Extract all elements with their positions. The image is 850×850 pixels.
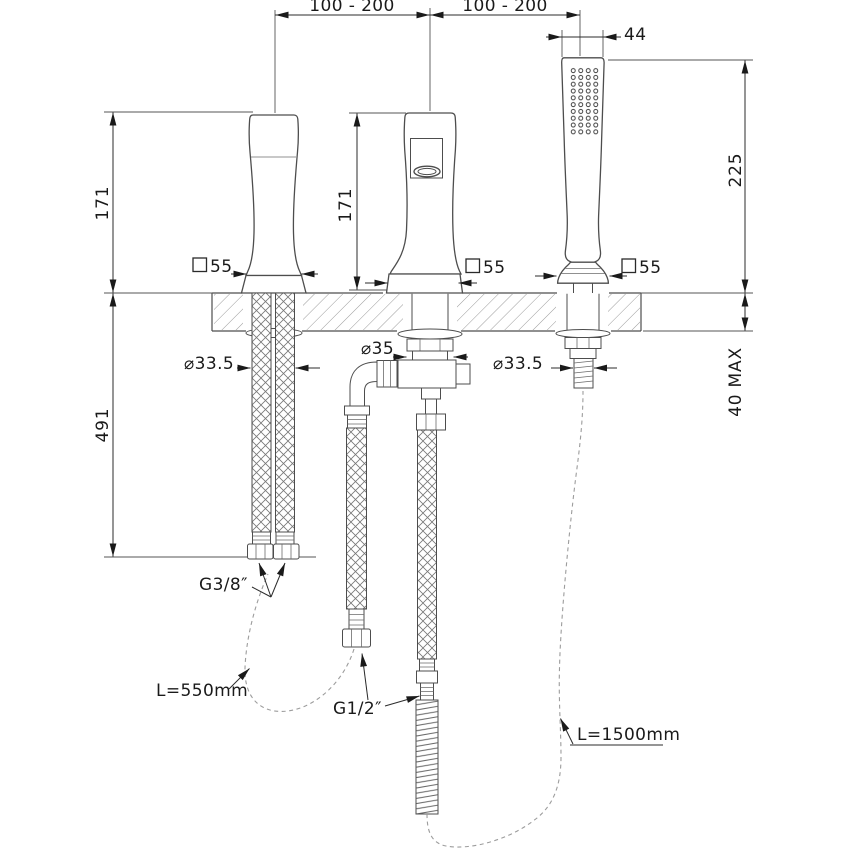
- base-flange: [397, 328, 463, 340]
- extension-lines: [104, 8, 753, 558]
- handshower-shank-assembly: [555, 293, 611, 389]
- hose-ferrule: [348, 608, 365, 630]
- valve-lower-nut: [421, 387, 441, 400]
- square-section-symbol: [621, 258, 637, 274]
- handle-body: [245, 114, 303, 277]
- dim-hose-drop: 491: [93, 408, 113, 443]
- supply-hose-curve-550: [244, 573, 355, 712]
- braided-hose: [275, 292, 295, 533]
- base-flange: [555, 329, 611, 338]
- dim-base-square-left: 55: [210, 257, 232, 277]
- spout-fixture: [385, 112, 464, 294]
- dim-hole-dia-left: ⌀33.5: [184, 354, 234, 374]
- braided-hose-550: [346, 427, 367, 610]
- dim-spout-height: 171: [336, 188, 356, 223]
- label-shower-hose-length: L=1500mm: [577, 725, 680, 745]
- g38-nut: [247, 543, 274, 560]
- dim-span-left: 100 - 200: [309, 0, 394, 16]
- hose-hex-coupling: [416, 413, 446, 431]
- deck-outline: [211, 292, 642, 332]
- handshower-holder-cone: [556, 261, 610, 284]
- dim-span-right: 100 - 200: [462, 0, 547, 16]
- deck-section: [211, 292, 642, 332]
- handshower-neck: [573, 283, 593, 293]
- dim-base-square-mid: 55: [483, 258, 505, 278]
- threaded-stub: [573, 358, 594, 389]
- square-section-symbol: [465, 258, 481, 274]
- valve-outlet-step: [455, 363, 471, 385]
- hose-nut: [416, 670, 438, 684]
- label-shower-thread: G1/2″: [333, 699, 382, 719]
- shank-hex-nut: [406, 338, 454, 352]
- handle-fixture: [240, 114, 307, 294]
- dim-handle-height: 171: [93, 186, 113, 221]
- valve-body: [397, 359, 457, 389]
- dim-handshower-height: 225: [726, 153, 746, 188]
- corrugated-shower-hose: [415, 699, 439, 815]
- label-supply-hose-length: L=550mm: [156, 681, 248, 701]
- elbow-fitting: [349, 361, 378, 407]
- dimension-lines: [109, 11, 749, 557]
- supply-hoses-left: [245, 292, 303, 560]
- deck-hatch-segment: [608, 294, 640, 330]
- dim-base-square-right: 55: [639, 258, 661, 278]
- leader-lines: [228, 562, 663, 746]
- braided-hose-lower: [417, 429, 437, 660]
- shower-hose-curve-1500: [426, 390, 584, 848]
- shank-ring: [569, 348, 597, 359]
- dim-hole-dia-right: ⌀33.5: [493, 354, 543, 374]
- handle-base-skirt: [240, 274, 307, 294]
- spout-mouth-inner: [417, 167, 437, 176]
- braided-hose: [251, 292, 272, 533]
- valve-lower-tube: [425, 398, 437, 415]
- elbow-coupling: [344, 405, 370, 416]
- spout-body: [388, 112, 463, 275]
- hose-ferrule: [275, 531, 295, 545]
- shank-hex-nut: [564, 337, 602, 349]
- dim-deck-thickness-max: 40 MAX: [726, 347, 746, 417]
- elbow-nut: [376, 360, 398, 388]
- spray-face-nozzles: [569, 67, 600, 136]
- handshower-fixture: [556, 57, 610, 293]
- spout-base-skirt: [385, 273, 464, 294]
- elbow-ferrule: [347, 414, 367, 429]
- handshower-shank: [566, 293, 600, 331]
- shank-ring: [412, 350, 448, 361]
- dim-hole-dia-mid: ⌀35: [361, 339, 394, 359]
- dim-handshower-width: 44: [624, 25, 646, 45]
- square-section-symbol: [192, 257, 208, 273]
- spout-shank: [411, 293, 449, 331]
- valve-assembly: [342, 293, 471, 815]
- dimension-labels: 100 - 200 100 - 200 44 171 171 225 40 MA…: [93, 0, 746, 745]
- g38-nut: [273, 543, 300, 560]
- label-supply-thread: G3/8″: [199, 575, 248, 595]
- deck-hatch-segment: [457, 294, 556, 330]
- detail-dimension-arrows: [231, 270, 627, 372]
- deck-hatch-segment: [214, 294, 243, 330]
- hose-routing-curves: [244, 390, 584, 848]
- g12-nut: [342, 628, 371, 648]
- hose-ferrule: [419, 658, 435, 672]
- deck-hatch-segment: [303, 294, 403, 330]
- hose-ferrule: [252, 531, 271, 545]
